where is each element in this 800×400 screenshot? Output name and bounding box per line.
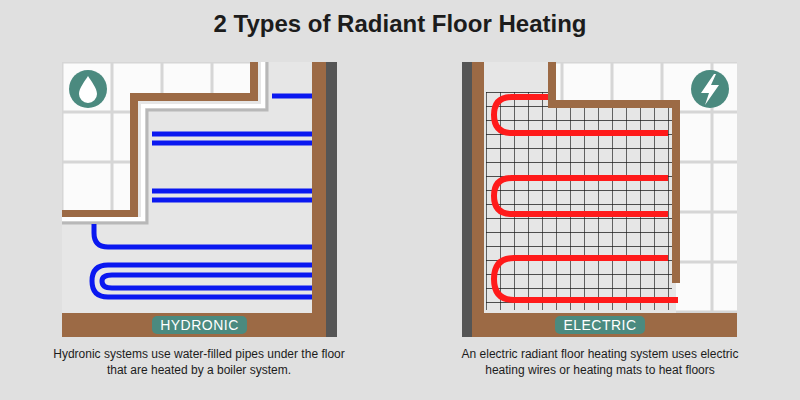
type-badge: HYDRONIC [152, 316, 247, 334]
electric-panel [462, 62, 737, 337]
hydronic-panel [62, 62, 337, 337]
type-badge: ELECTRIC [555, 316, 645, 334]
diagram-title: 2 Types of Radiant Floor Heating [0, 10, 800, 38]
badge-text: HYDRONIC [160, 317, 239, 333]
badge-text: ELECTRIC [563, 317, 636, 333]
caption-text: An electric radiant floor heating system… [454, 346, 746, 378]
caption-text: Hydronic systems use water-filled pipes … [53, 346, 345, 378]
